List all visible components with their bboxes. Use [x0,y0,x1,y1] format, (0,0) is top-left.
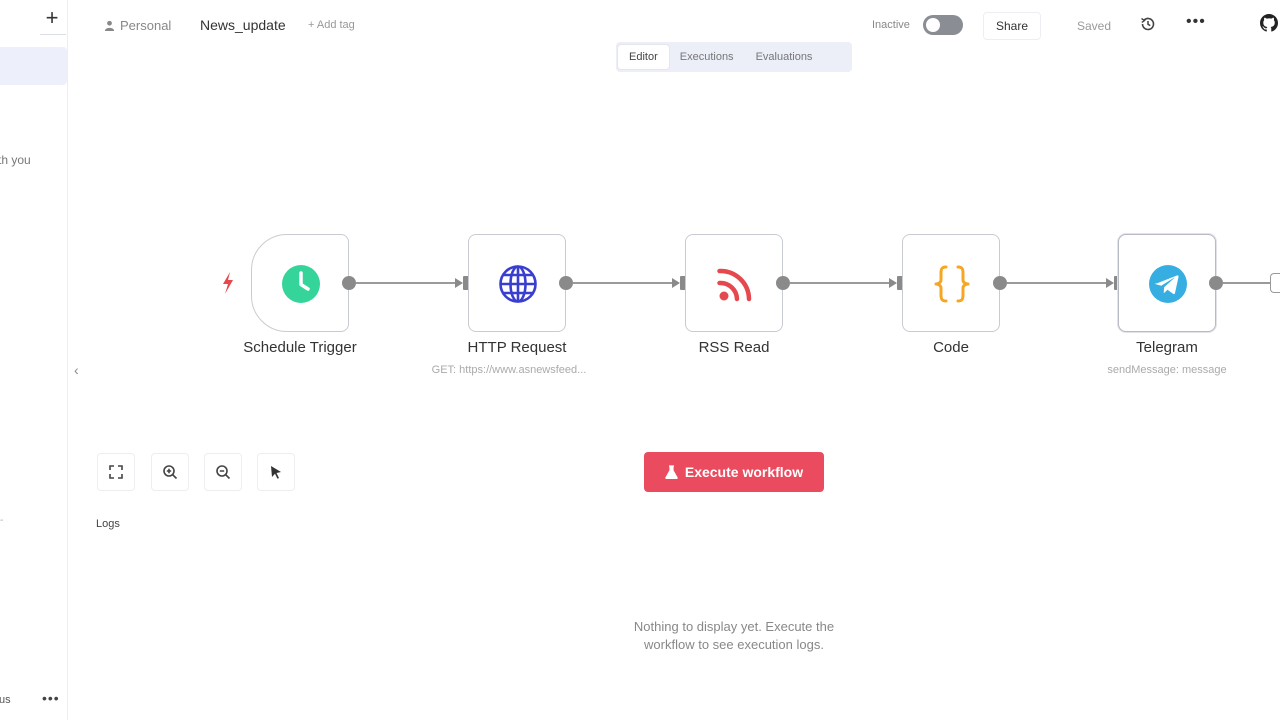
node-telegram[interactable] [1118,234,1216,332]
zoom-in-icon [163,465,178,480]
connection-line[interactable] [1223,282,1270,284]
connection-line[interactable] [790,282,893,284]
output-port[interactable] [342,276,356,290]
fit-view-icon [109,465,123,479]
output-port[interactable] [776,276,790,290]
clock-icon [282,265,320,303]
node-label: RSS Read [698,339,770,356]
node-label: Code [933,339,969,356]
input-port[interactable] [1114,276,1120,290]
project-name: Personal [120,18,172,33]
input-port[interactable] [463,276,469,290]
partial-node[interactable] [1270,273,1280,293]
logs-empty-state: Nothing to display yet. Execute the work… [600,618,868,654]
sidebar-user-name[interactable]: us [0,694,11,706]
logs-panel-title[interactable]: Logs [96,518,120,530]
node-schedule-trigger[interactable] [251,234,349,332]
tab-executions[interactable]: Executions [679,51,734,63]
connection-arrow [455,278,463,288]
output-port[interactable] [1209,276,1223,290]
node-subtitle: sendMessage: message [1107,364,1227,376]
connection-line[interactable] [356,282,459,284]
user-icon [104,20,115,31]
view-tabs: Editor Executions Evaluations [616,42,852,72]
trigger-bolt-icon [223,272,233,294]
node-label: Telegram [1136,339,1198,356]
sidebar-item-active[interactable] [0,47,67,85]
rss-icon [717,268,752,302]
active-status-label: Inactive [872,19,910,31]
code-braces-icon [934,265,970,303]
input-port[interactable] [897,276,903,290]
execute-workflow-button[interactable]: Execute workflow [644,452,824,492]
node-code[interactable] [902,234,1000,332]
tab-evaluations[interactable]: Evaluations [755,51,813,63]
node-rss-read[interactable] [685,234,783,332]
connection-arrow [889,278,897,288]
input-port[interactable] [680,276,686,290]
telegram-icon [1149,265,1187,303]
logs-empty-line1: Nothing to display yet. Execute the [633,619,835,634]
tab-editor[interactable]: Editor [618,45,669,69]
sidebar-dash: - [0,515,4,526]
globe-icon [499,265,537,303]
execute-workflow-label: Execute workflow [684,464,804,480]
github-icon[interactable] [1260,14,1278,32]
connection-arrow [672,278,680,288]
add-tag-button[interactable]: + Add tag [308,19,355,31]
node-label: HTTP Request [467,339,567,356]
connection-line[interactable] [573,282,676,284]
output-port[interactable] [993,276,1007,290]
share-button[interactable]: Share [983,12,1041,40]
header: Personal News_update + Add tag Inactive … [68,0,1280,44]
connection-arrow [1106,278,1114,288]
add-button[interactable]: + [45,5,59,30]
cursor-mode-button[interactable] [257,453,295,491]
fit-view-button[interactable] [97,453,135,491]
logs-empty-line2: workflow to see execution logs. [644,637,824,652]
zoom-out-button[interactable] [204,453,242,491]
output-port[interactable] [559,276,573,290]
sidebar-more-button[interactable]: ••• [42,690,60,706]
project-breadcrumb[interactable]: Personal [104,18,171,33]
divider [40,34,66,35]
more-menu-button[interactable]: ••• [1186,13,1206,30]
flask-icon [665,465,678,479]
workflow-name[interactable]: News_update [200,17,286,33]
node-subtitle: GET: https://www.asnewsfeed... [431,364,587,376]
node-http-request[interactable] [468,234,566,332]
sidebar: + th you - us ••• [0,0,68,720]
zoom-in-button[interactable] [151,453,189,491]
save-status: Saved [1077,19,1112,33]
connection-line[interactable] [1007,282,1110,284]
collapse-sidebar-button[interactable]: ‹ [74,362,79,378]
sidebar-partial-text: th you [0,153,31,167]
node-label: Schedule Trigger [243,339,357,356]
cursor-icon [271,466,281,479]
history-icon[interactable] [1138,14,1158,34]
zoom-out-icon [216,465,231,480]
active-toggle[interactable] [923,15,963,35]
